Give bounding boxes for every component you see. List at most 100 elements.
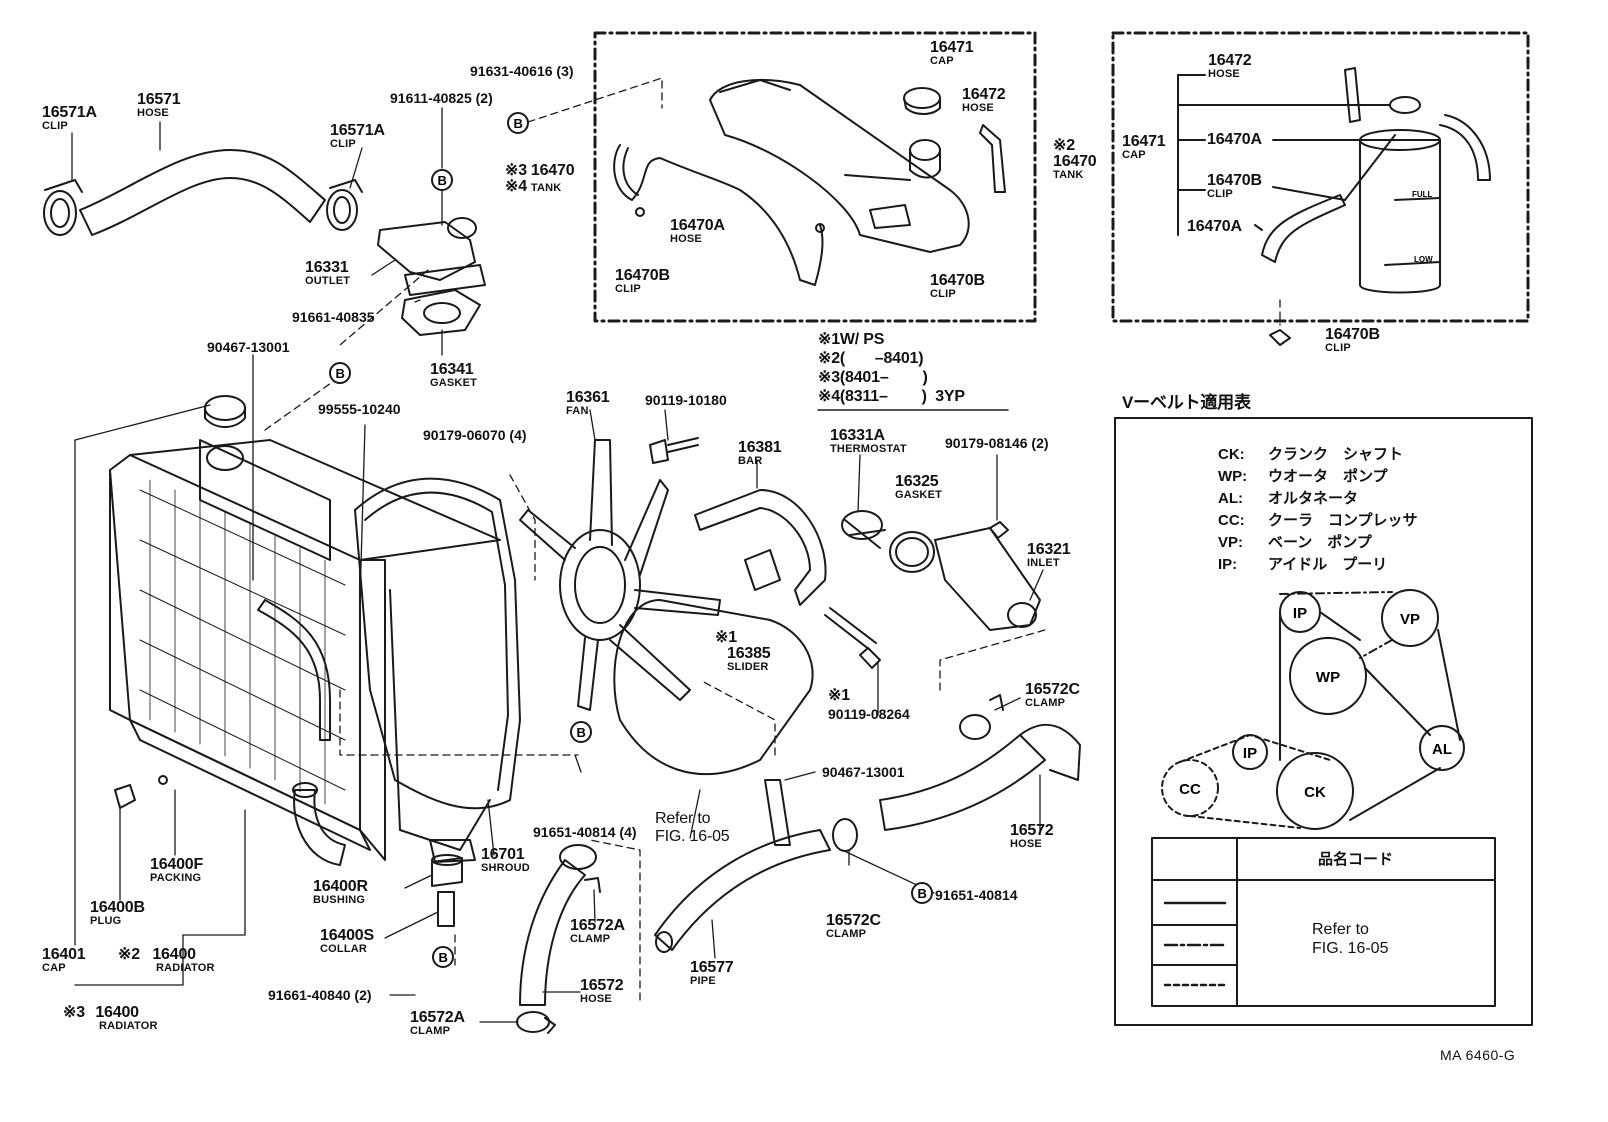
- label-16401: 16401 CAP: [42, 946, 86, 974]
- label-16701: 16701 SHROUD: [481, 846, 530, 874]
- pulley-ip-mid: IP: [1243, 745, 1257, 762]
- b-marker: B: [911, 882, 933, 904]
- pulley-labels: IP VP WP IP AL CC CK: [1179, 605, 1452, 801]
- shroud-16701: [354, 477, 521, 863]
- label-16572c-bottom: 16572C CLAMP: [826, 912, 881, 940]
- radiator-cap-16401: [204, 395, 246, 428]
- label-91611: 91611-40825 (2): [390, 90, 493, 106]
- belt-pulley-diagram: [1161, 589, 1465, 830]
- hose-16572-right: [879, 723, 1081, 831]
- svg-text:B: B: [918, 886, 927, 901]
- fan-belt: [613, 599, 814, 775]
- note-3: ※3(8401– ): [818, 369, 928, 386]
- svg-text:FULL: FULL: [1412, 190, 1433, 199]
- label-inset-left-hose: 16472 HOSE: [962, 86, 1006, 114]
- pulley-wp: WP: [1316, 669, 1340, 686]
- clip-16571a-right: [326, 179, 363, 231]
- label-91651: 91651-40814: [935, 887, 1018, 903]
- label-16321: 16321 INLET: [1027, 541, 1071, 569]
- clamp-16572a-bottom: [516, 1011, 556, 1034]
- clip-16571a-left: [43, 179, 83, 236]
- slider-16385: [744, 549, 781, 591]
- svg-text:B: B: [514, 116, 523, 131]
- label-inset-left-cap: 16471 CAP: [930, 39, 974, 67]
- label-16400s: 16400S COLLAR: [320, 927, 374, 955]
- dashed-leader-lines: [264, 77, 1281, 1001]
- pulley-ip-top: IP: [1293, 605, 1307, 622]
- bar-16381: [694, 489, 827, 606]
- label-16400-mark3: ※3 16400 RADIATOR: [63, 1004, 158, 1032]
- label-16331: 16331 OUTLET: [305, 259, 351, 287]
- label-inset-right-hose: 16472 HOSE: [1208, 52, 1252, 80]
- code-table-refer: Refer to FIG. 16-05: [1312, 921, 1389, 958]
- label-16571: 16571 HOSE: [137, 91, 181, 119]
- belt-table-box: [1114, 417, 1533, 1026]
- label-16572-left: 16572 HOSE: [580, 977, 624, 1005]
- label-inset-left-clip-right: 16470B CLIP: [930, 272, 985, 300]
- label-16572c-top: 16572C CLAMP: [1025, 681, 1080, 709]
- belt-table-title: Vーベルト適用表: [1122, 393, 1251, 412]
- bolt-90119-10180: [649, 437, 699, 464]
- notes-block: ※1W/ PS ※2( –8401) ※3(8401– ) ※4(8311– )…: [818, 330, 965, 406]
- label-91631: 91631-40616 (3): [470, 63, 574, 79]
- inset-box-right: [1111, 31, 1530, 346]
- bolt-markers: B B B B B B: [329, 112, 933, 968]
- legend-row: CC:クーラ コンプレッサ: [1218, 512, 1418, 529]
- b-marker: B: [431, 169, 453, 191]
- pipe-16577: [654, 779, 831, 953]
- label-90467-top: 90467-13001: [207, 339, 290, 355]
- bushing-16400r: [431, 854, 463, 887]
- collar-16400s: [437, 891, 455, 927]
- label-16571a-right: 16571A CLIP: [330, 122, 385, 150]
- legend-row: AL:オルタネータ: [1218, 490, 1359, 507]
- b-marker: B: [570, 721, 592, 743]
- legend-row: WP:ウオータ ポンプ: [1218, 468, 1388, 485]
- label-16572-right: 16572 HOSE: [1010, 822, 1054, 850]
- label-16361: 16361 FAN: [566, 389, 610, 417]
- label-16325: 16325 GASKET: [895, 473, 943, 501]
- label-16331a: 16331A THERMOSTAT: [830, 427, 907, 455]
- label-16400r: 16400R BUSHING: [313, 878, 368, 906]
- note-2: ※2( –8401): [818, 350, 924, 367]
- clamp-16572a-mid: [559, 844, 601, 893]
- label-99555: 99555-10240: [318, 401, 401, 417]
- svg-text:B: B: [438, 173, 447, 188]
- fan-16361: [519, 439, 721, 711]
- legend-row: IP:アイドル プーリ: [1218, 556, 1388, 573]
- label-16572a-bottom: 16572A CLAMP: [410, 1009, 465, 1037]
- label-16571a-left: 16571A CLIP: [42, 104, 97, 132]
- label-16400f: 16400F PACKING: [150, 856, 204, 884]
- label-90467-bottom: 90467-13001: [822, 764, 905, 780]
- label-inset-right-tank: ※2 16470 TANK: [1053, 137, 1097, 181]
- label-16572a-mid: 16572A CLAMP: [570, 917, 625, 945]
- pulley-vp: VP: [1400, 611, 1420, 628]
- bolt-90119-08264: [824, 607, 881, 669]
- pulley-al: AL: [1432, 741, 1452, 758]
- clamp-16572c-bottom: [832, 818, 858, 852]
- thermostat-16331a: [841, 510, 886, 549]
- label-16400-mark2: ※2 16400 RADIATOR: [118, 946, 215, 974]
- pulley-ck: CK: [1304, 784, 1326, 801]
- label-90119-08264: ※1 90119-08264: [828, 687, 910, 722]
- gasket-16325: [889, 531, 935, 573]
- label-16577: 16577 PIPE: [690, 959, 734, 987]
- b-marker: B: [507, 112, 529, 134]
- label-inset-right-16470a-1: 16470A: [1207, 131, 1262, 148]
- legend-row: VP:ベーン ポンプ: [1218, 534, 1372, 551]
- note-4: ※4(8311– ) 3YP: [818, 388, 965, 405]
- diagram-code: MA 6460-G: [1440, 1047, 1516, 1063]
- b-marker: B: [432, 946, 454, 968]
- drain-plug-16400b: [114, 775, 168, 809]
- inlet-16321: [934, 527, 1041, 631]
- note-1: ※1W/ PS: [818, 331, 885, 348]
- label-16385: ※1 16385 SLIDER: [715, 629, 771, 673]
- tank-level-marks: FULL LOW: [1412, 190, 1433, 264]
- label-inset-right-clip-below: 16470B CLIP: [1325, 326, 1380, 354]
- pulley-cc: CC: [1179, 781, 1201, 798]
- label-91661-40835: 91661-40835: [292, 309, 375, 325]
- lower-hose-outlet: [292, 782, 346, 866]
- radiator-16400: [109, 439, 501, 861]
- leader-lines: [71, 107, 1044, 1023]
